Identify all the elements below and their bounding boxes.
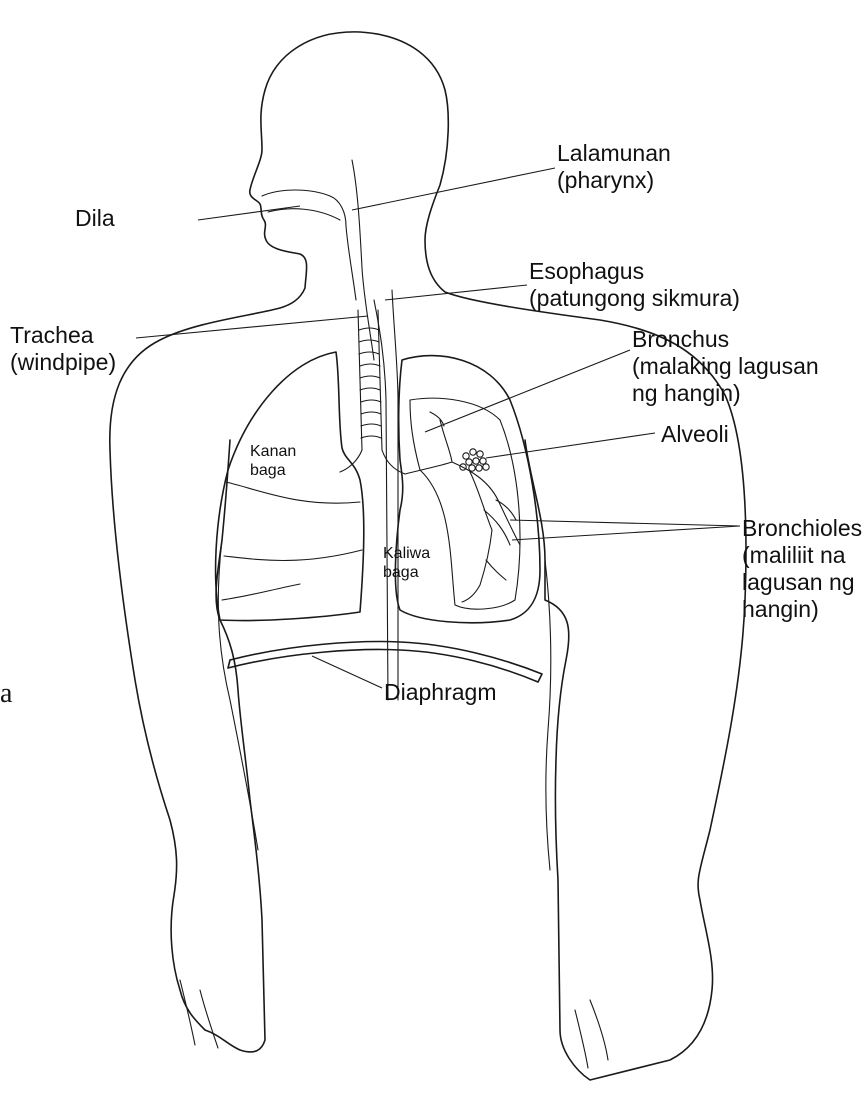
label-kanan-baga: Kanan baga	[250, 442, 296, 480]
label-diaphragm: Diaphragm	[384, 679, 497, 706]
right-lung	[216, 352, 364, 621]
leader-alveoli	[486, 433, 655, 458]
label-kaliwa-baga: Kaliwa baga	[383, 544, 430, 582]
stray-character: a	[0, 680, 12, 707]
label-bronchus: Bronchus (malaking lagusan ng hangin)	[632, 326, 819, 407]
pharynx-wall-front	[346, 226, 356, 300]
leader-trachea	[136, 316, 368, 338]
label-lalamunan: Lalamunan (pharynx)	[557, 140, 671, 194]
leader-bronchus	[425, 350, 630, 432]
leader-diaphragm	[312, 656, 382, 688]
right-lung-fissure-1	[226, 482, 360, 503]
right-lung-fissure-2	[224, 550, 362, 561]
leader-esophagus	[385, 285, 527, 300]
leader-bronchioles-1	[510, 520, 740, 526]
right-arm-inner-line	[545, 560, 551, 870]
left-hand	[180, 980, 218, 1048]
diaphragm-band	[228, 642, 542, 682]
leader-lalamunan	[352, 168, 555, 210]
leader-lines	[136, 168, 740, 688]
esophagus-tube	[374, 290, 398, 700]
tongue	[268, 209, 340, 220]
left-lung	[395, 356, 540, 623]
leader-dila	[198, 206, 300, 220]
label-bronchioles: Bronchioles (maliliit na lagusan ng hang…	[742, 515, 862, 623]
label-esophagus: Esophagus (patungong sikmura)	[529, 258, 740, 312]
right-hand	[575, 1000, 608, 1068]
trachea-rings	[359, 328, 381, 438]
nasal-cavity	[262, 190, 346, 226]
leader-bronchioles-2	[512, 526, 740, 540]
pharynx-wall-back	[352, 160, 374, 360]
label-trachea: Trachea (windpipe)	[10, 322, 116, 376]
label-alveoli: Alveoli	[661, 421, 729, 448]
right-lung-fissure-3	[222, 584, 300, 600]
label-dila: Dila	[75, 205, 115, 232]
